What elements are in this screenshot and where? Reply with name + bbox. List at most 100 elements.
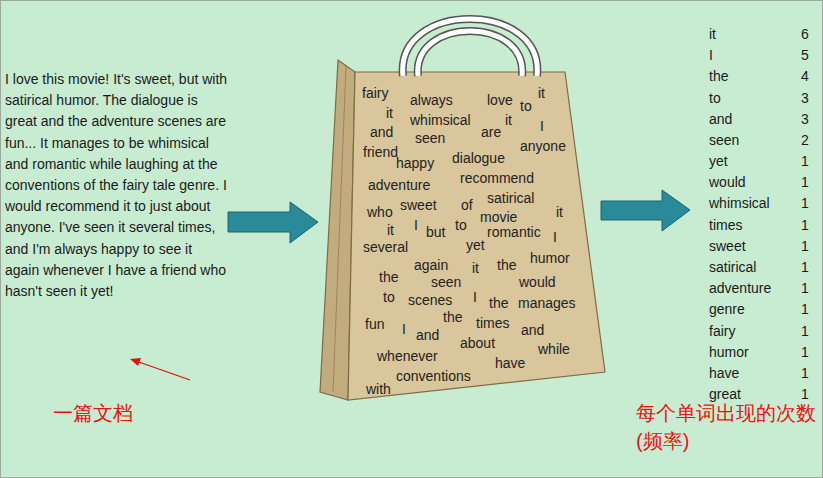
count-cell: 3 [801,110,809,128]
bag-word: it [505,112,512,128]
bag-front [348,72,605,400]
word-cell: it [709,25,716,43]
count-cell: 3 [801,89,809,107]
bag-word: humor [530,250,570,266]
count-cell: 1 [801,216,809,234]
count-cell: 1 [801,152,809,170]
bag-word: adventure [368,177,430,193]
count-cell: 1 [801,300,809,318]
word-cell: genre [709,300,745,318]
word-cell: yet [709,152,728,170]
count-cell: 1 [801,364,809,382]
count-cell: 2 [801,131,809,149]
bag-word: seen [431,274,461,290]
bag-word: whenever [377,348,438,364]
bag-word: I [473,289,477,305]
annotation: 每个单词出现的次数(频率) [636,399,818,455]
count-cell: 1 [801,237,809,255]
bag-word: and [370,124,393,140]
document-text: I love this movie! It's sweet, but with … [5,69,230,302]
bag-word: sweet [400,197,437,213]
bag-word: the [443,309,462,325]
bag-handle [403,19,538,76]
count-cell: 1 [801,194,809,212]
bag-word: it [538,85,545,101]
count-cell: 1 [801,343,809,361]
bag-word: to [383,289,395,305]
word-cell: humor [709,343,749,361]
word-cell: I [709,46,713,64]
count-cell: 1 [801,279,809,297]
bag-word: seen [415,130,445,146]
bag-word: I [540,118,544,134]
pointer-line [136,361,190,380]
bag-word: conventions [396,368,471,384]
bag-word: movie [480,209,517,225]
word-cell: times [709,216,742,234]
word-cell: to [709,89,721,107]
count-cell: 5 [801,46,809,64]
bag-word: manages [518,295,576,311]
bag-word: whimsical [410,112,471,128]
word-cell: great [709,385,741,403]
flow-arrow [228,202,318,243]
bag-word: to [455,217,467,233]
bag-word: several [363,239,408,255]
bag-word: have [495,355,525,371]
count-cell: 1 [801,173,809,191]
annotation: 一篇文档 [53,399,133,427]
bag-handle [418,31,522,76]
bag-word: it [387,222,394,238]
bag-word: again [414,257,448,273]
bag-word: fun [365,316,384,332]
bag-word: I [553,229,557,245]
bag-word: happy [396,155,434,171]
count-cell: 6 [801,25,809,43]
bag-word: dialogue [452,150,505,166]
bag-word: it [556,204,563,220]
bag-word: with [366,381,391,397]
bag-word: about [460,335,495,351]
bag-word: the [489,295,508,311]
bag-word: fairy [362,85,388,101]
count-cell: 1 [801,258,809,276]
word-cell: whimsical [709,194,770,212]
word-cell: would [709,173,746,191]
word-cell: have [709,364,739,382]
bag-word: yet [466,237,485,253]
bag-word: always [410,92,453,108]
flow-arrow [601,190,690,231]
bag-word: the [497,257,516,273]
bag-word: scenes [408,292,452,308]
word-cell: satirical [709,258,756,276]
count-cell: 4 [801,67,809,85]
bag-word: it [472,260,479,276]
bag-handle [403,19,538,76]
bag-word: but [426,224,445,240]
bag-word: I [402,321,406,337]
word-cell: sweet [709,237,746,255]
word-cell: adventure [709,279,771,297]
bag-word: and [521,322,544,338]
bag-word: would [519,274,556,290]
word-bag: fairyalwayslovetoititwhimsicalitIandseen… [318,0,610,405]
bag-word: it [386,105,393,121]
pointer-head [130,358,141,366]
bag-word: while [538,341,570,357]
count-cell: 1 [801,322,809,340]
bag-word: the [379,269,398,285]
bag-word: of [461,197,473,213]
bag-word: who [367,204,393,220]
bag-word: I [414,217,418,233]
bag-handle [418,31,522,76]
count-cell: 1 [801,385,809,403]
bag-word: to [520,98,532,114]
bag-fold [333,66,346,392]
bag-word: and [416,327,439,343]
bag-word: friend [363,144,398,160]
bag-word: satirical [487,190,534,206]
word-cell: fairy [709,322,735,340]
word-cell: the [709,67,728,85]
bag-word: anyone [520,138,566,154]
